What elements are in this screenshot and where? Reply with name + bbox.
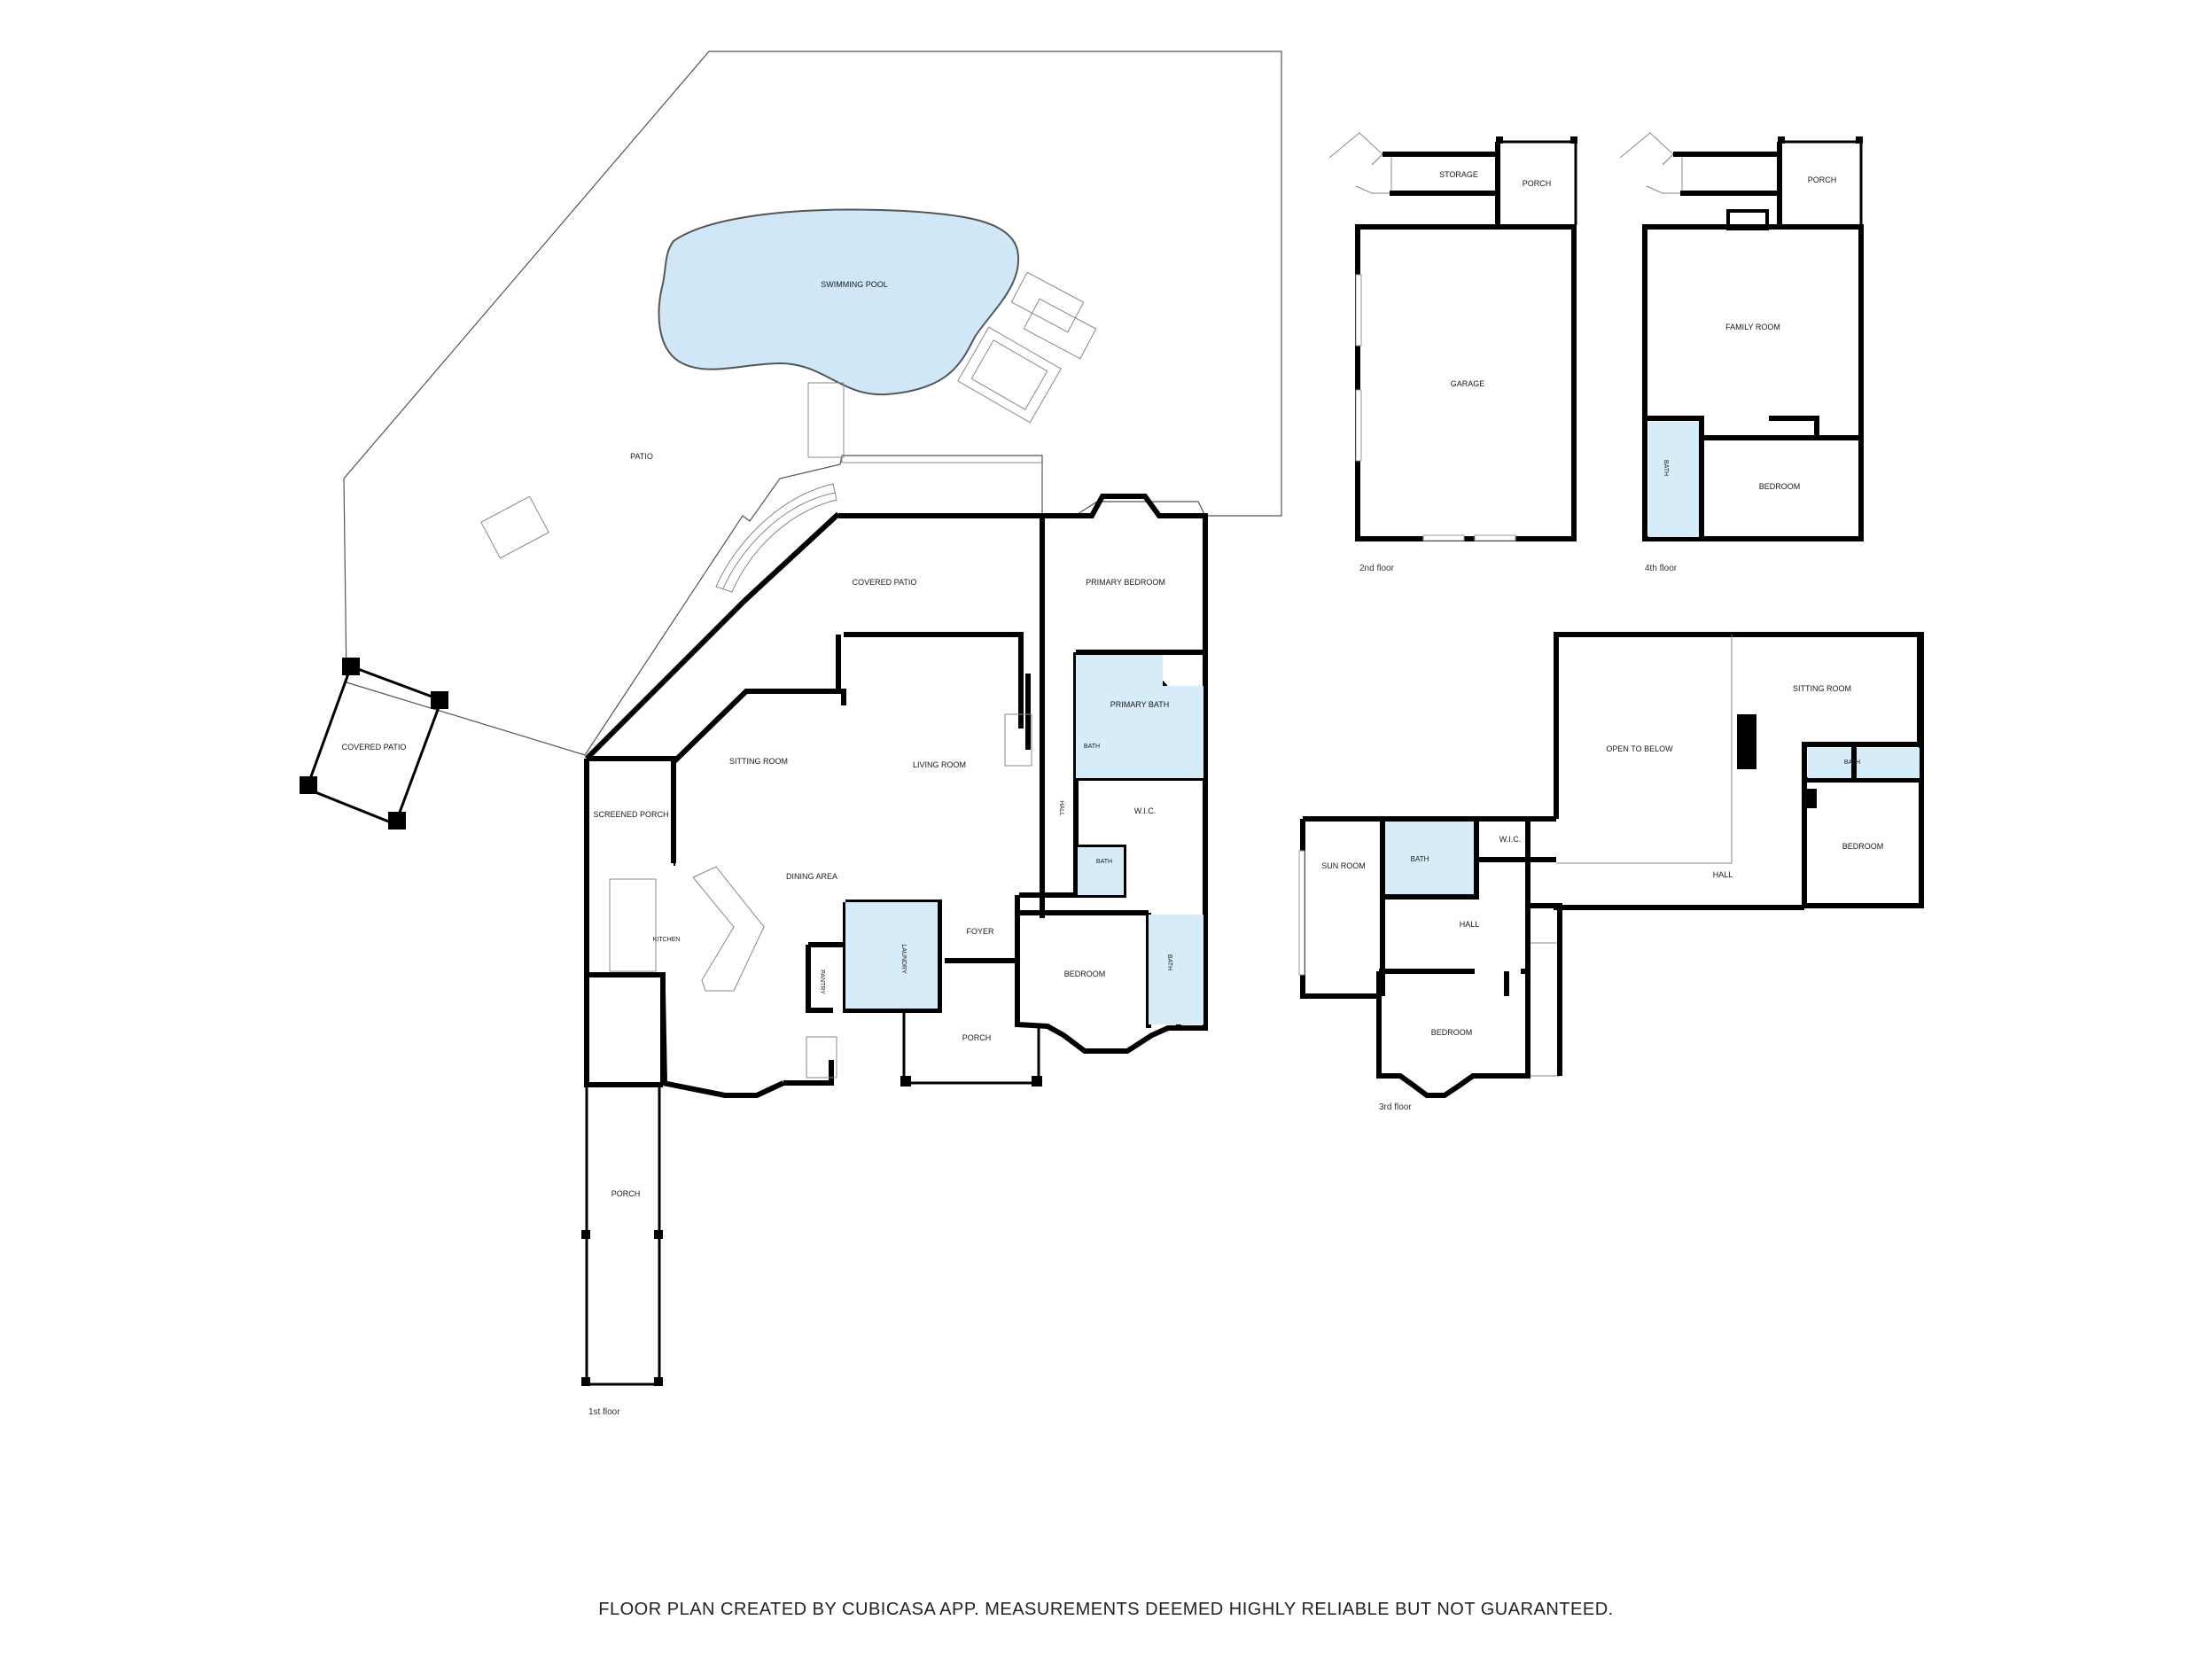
label-porch-side: PORCH (611, 1189, 641, 1198)
floor-2: STORAGE PORCH GARAGE 2nd floor (1328, 132, 1577, 573)
label-porch-4th: PORCH (1808, 175, 1837, 184)
floor-label-3rd: 3rd floor (1379, 1102, 1412, 1112)
label-bedroom-4th: BEDROOM (1759, 482, 1801, 491)
lounger (1010, 271, 1085, 333)
label-pantry: PANTRY (819, 970, 825, 994)
primary-bath-fill (1076, 652, 1163, 778)
label-laundry: LAUNDRY (900, 944, 907, 974)
4th-bath-fill (1648, 422, 1700, 537)
label-living-room: LIVING ROOM (913, 760, 966, 769)
floor-label-4th: 4th floor (1645, 564, 1678, 573)
label-sun-room: SUN ROOM (1321, 861, 1366, 870)
label-bath-small: BATH (1084, 744, 1100, 750)
label-foyer: FOYER (966, 927, 994, 936)
label-storage: STORAGE (1439, 170, 1478, 179)
label-primary-bedroom: PRIMARY BEDROOM (1086, 578, 1165, 587)
label-screened-porch: SCREENED PORCH (593, 810, 668, 819)
footer-disclaimer: FLOOR PLAN CREATED BY CUBICASA APP. MEAS… (598, 1600, 1613, 1619)
label-bedroom-left: BEDROOM (1431, 1028, 1473, 1037)
house-exterior (838, 513, 1045, 534)
floor-label-2nd: 2nd floor (1359, 564, 1395, 573)
label-bath-4th: BATH (1663, 460, 1669, 476)
label-sitting-room-3rd: SITTING ROOM (1793, 684, 1851, 693)
stairs (806, 1036, 837, 1079)
label-bath-left: BATH (1411, 855, 1429, 863)
label-covered-patio: COVERED PATIO (853, 578, 917, 587)
kitchen-island (692, 866, 765, 992)
floor-4: PORCH FAMILY ROOM BATH BEDROOM 4th floor (1619, 132, 1864, 573)
swimming-pool (658, 208, 1020, 396)
label-hall: HALL (1058, 800, 1064, 816)
garage (1355, 224, 1577, 541)
label-bedroom-right: BEDROOM (1842, 842, 1884, 851)
laundry-fill (845, 902, 938, 1009)
label-bath-right: BATH (1844, 759, 1860, 766)
label-garage: GARAGE (1451, 379, 1485, 388)
label-bath-hall: BATH (1096, 859, 1112, 865)
label-wic: W.I.C. (1134, 806, 1157, 815)
label-porch: PORCH (1523, 179, 1552, 188)
steps (807, 382, 845, 458)
label-covered-patio-pavilion: COVERED PATIO (342, 743, 407, 752)
3rd-bath-right-fill (1808, 748, 1920, 778)
label-sitting-room: SITTING ROOM (729, 757, 788, 766)
patio-chair (480, 495, 549, 559)
lounger (1023, 298, 1097, 360)
floor-3: OPEN TO BELOW SITTING ROOM BATH BEDROOM … (1298, 632, 1924, 1112)
label-porch-front: PORCH (962, 1033, 992, 1042)
hall-bath-fill (1078, 847, 1124, 895)
label-hall-right: HALL (1713, 870, 1733, 879)
hot-tub-inner (970, 339, 1048, 410)
curved-steps (715, 483, 837, 593)
label-hall-left: HALL (1460, 920, 1480, 929)
hot-tub (957, 326, 1062, 424)
railing (841, 456, 1042, 463)
label-open-to-below: OPEN TO BELOW (1606, 744, 1673, 753)
fireplace (1004, 713, 1032, 767)
bedroom-bath-fill (1149, 915, 1203, 1024)
label-dining-area: DINING AREA (786, 872, 837, 881)
floor-label-1st: 1st floor (588, 1407, 620, 1417)
label-bedroom: BEDROOM (1064, 970, 1106, 978)
label-bath-bedroom: BATH (1166, 954, 1172, 970)
label-kitchen: KITCHEN (653, 937, 681, 943)
3rd-bath-left-fill (1384, 821, 1475, 895)
label-primary-bath: PRIMARY BATH (1110, 700, 1170, 709)
patio-outline (343, 51, 1282, 756)
label-patio: PATIO (630, 452, 653, 461)
label-wic-3rd: W.I.C. (1499, 835, 1522, 844)
label-family-room: FAMILY ROOM (1725, 323, 1780, 331)
label-swimming-pool: SWIMMING POOL (821, 280, 888, 289)
stairs-3rd (1527, 942, 1561, 1077)
floor-1: SWIMMING POOL PATIO COVERED PATIO COVERE… (300, 51, 1282, 1417)
